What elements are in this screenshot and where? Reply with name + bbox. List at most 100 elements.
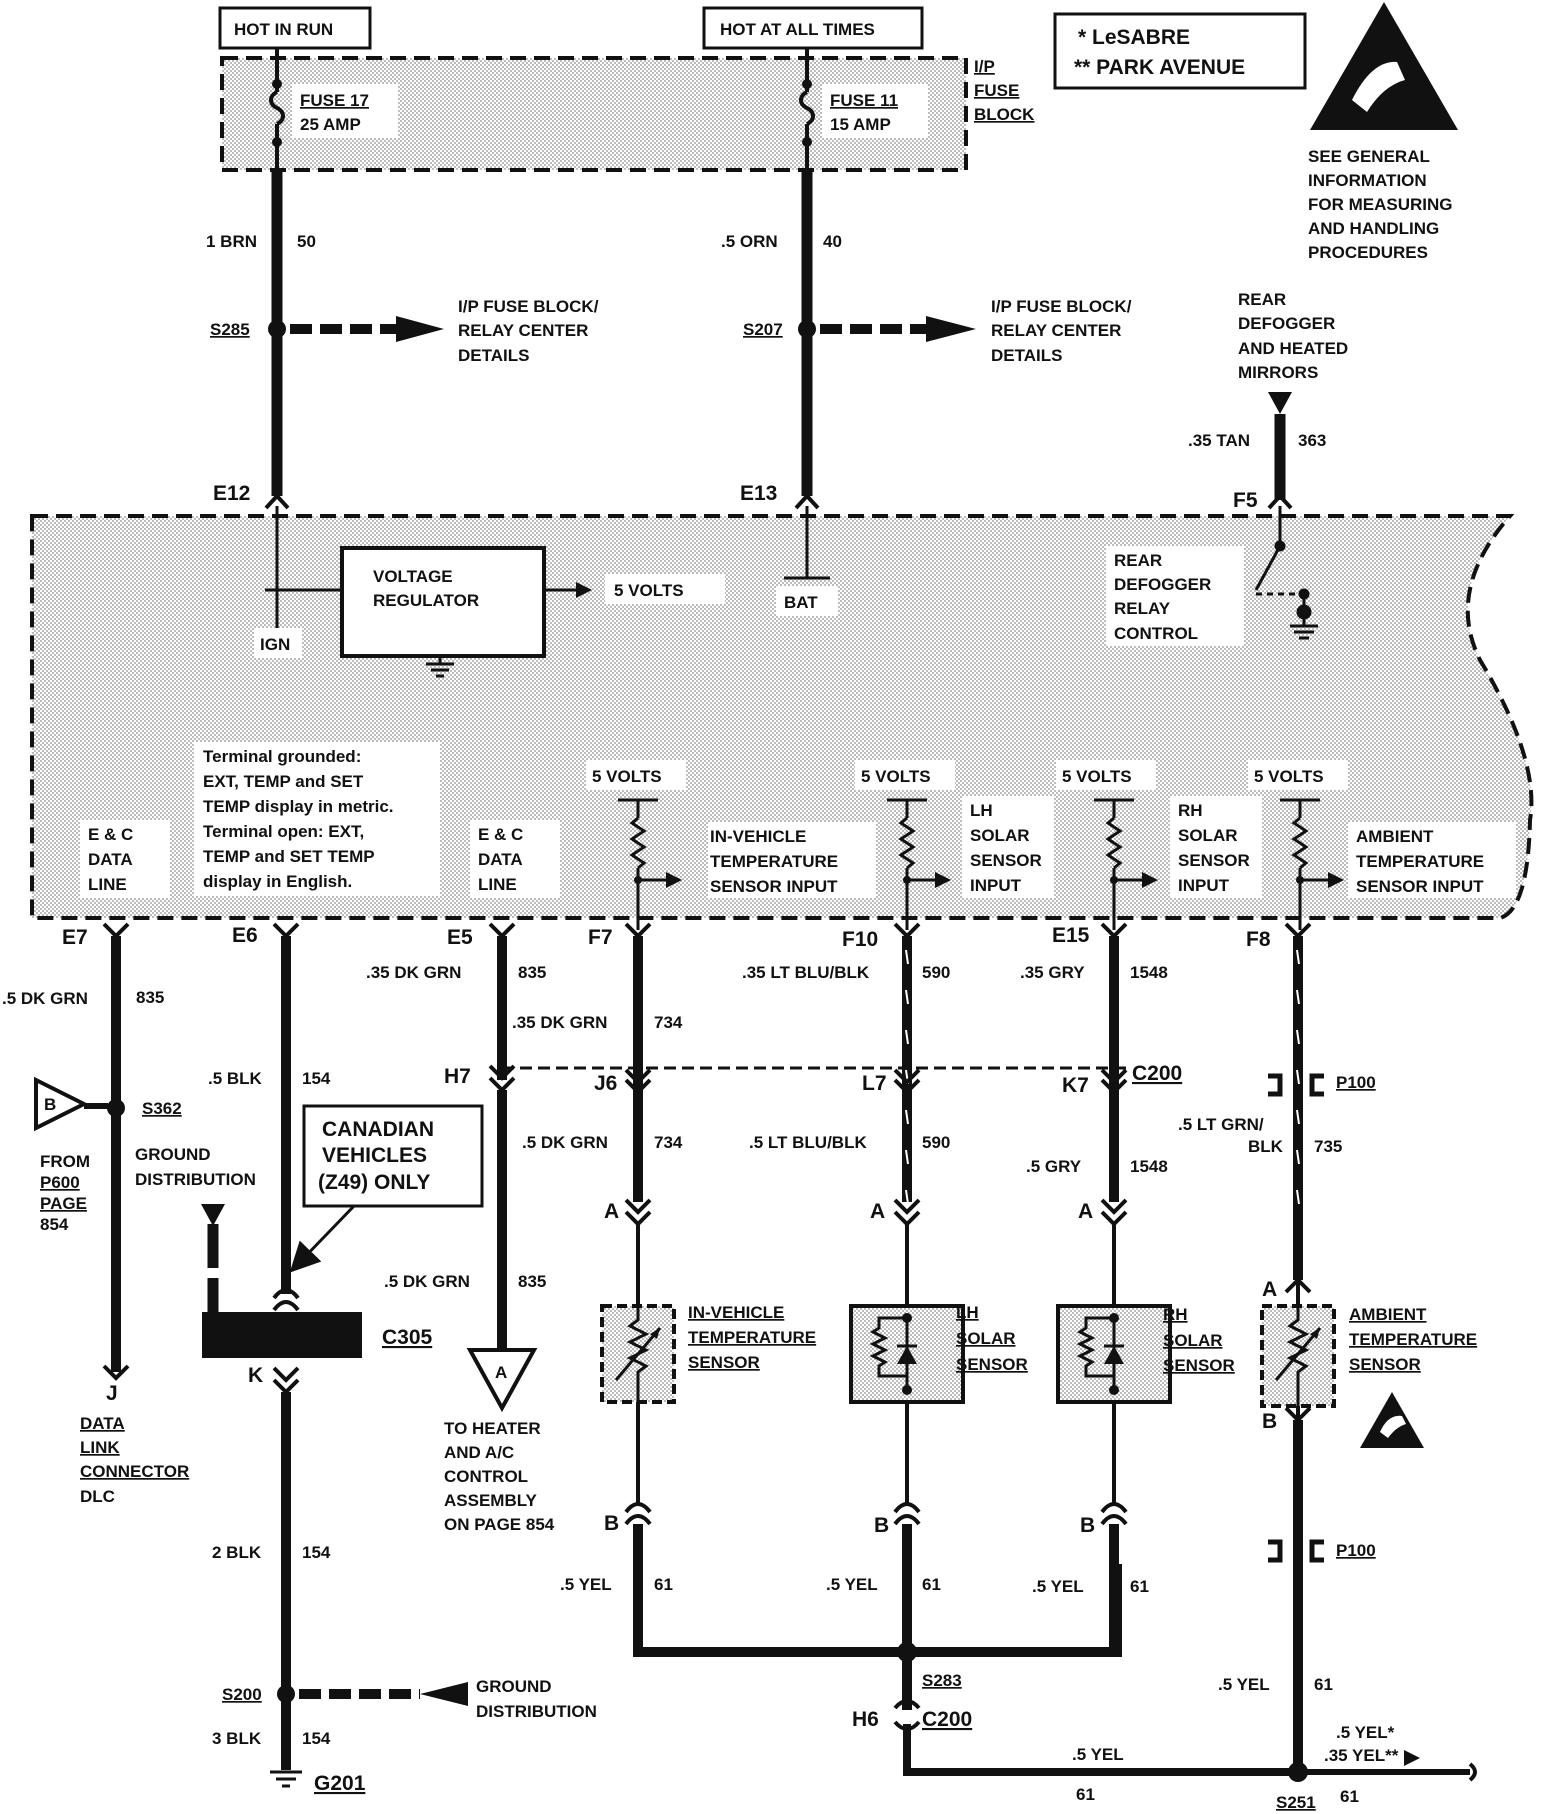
wire-f7-gauge: .35 DK GRN <box>512 1013 607 1032</box>
terminal-note: Terminal grounded: EXT, TEMP and SET TEM… <box>203 747 394 891</box>
ec-data-line-1: E & C DATA LINE <box>88 825 133 894</box>
sensor-column-1 <box>600 936 676 1652</box>
connector-p100-label: P100 <box>1336 1073 1376 1092</box>
pullup-5v-label: 5 VOLTS <box>592 767 662 786</box>
svg-text:TO HEATER: TO HEATER <box>444 1419 541 1438</box>
svg-text:I/P FUSE BLOCK/: I/P FUSE BLOCK/ <box>458 297 599 316</box>
terminal-b-ambient: B <box>1262 1410 1277 1433</box>
ign-label: IGN <box>260 635 290 654</box>
data-link-connector: DATA LINK CONNECTOR DLC <box>80 1414 189 1506</box>
pullup-5v-label: 5 VOLTS <box>1254 767 1324 786</box>
canadian-label: CANADIAN <box>322 1118 434 1141</box>
svg-text:CONNECTOR: CONNECTOR <box>80 1462 189 1481</box>
regulator-5v-label: 5 VOLTS <box>614 581 684 600</box>
rh-solar-input-label: RH SOLAR SENSOR INPUT <box>1178 801 1250 895</box>
esd-hand-icon <box>1352 61 1405 112</box>
wire-yel-5-gauge: .5 YEL <box>1072 1745 1124 1764</box>
esd-note: SEE GENERAL INFORMATION FOR MEASURING AN… <box>1308 147 1453 262</box>
legend-lesabre: * LeSABRE <box>1078 26 1190 49</box>
s207-arrow <box>926 316 976 342</box>
terminal-e15: E15 <box>1052 924 1090 947</box>
svg-text:RELAY: RELAY <box>1114 599 1171 618</box>
terminal-f10: F10 <box>842 928 878 951</box>
wire-e5-circuit: 835 <box>518 963 546 982</box>
canadian-pointer <box>289 1204 356 1273</box>
svg-text:MIRRORS: MIRRORS <box>1238 363 1318 382</box>
svg-text:DATA: DATA <box>80 1414 125 1433</box>
wire-yel-2-circuit: 61 <box>922 1575 941 1594</box>
wire-yel-7-circuit: 61 <box>1340 1787 1359 1806</box>
wire-e6-gauge: .5 BLK <box>208 1069 263 1088</box>
rh-solar-sensor-label: RH SOLAR SENSOR <box>1163 1305 1235 1375</box>
terminal-f7: F7 <box>588 926 613 949</box>
wire-brn-circuit: 50 <box>297 232 316 251</box>
svg-text:IN-VEHICLE: IN-VEHICLE <box>688 1303 784 1322</box>
svg-text:FROM: FROM <box>40 1152 90 1171</box>
svg-text:IN-VEHICLE: IN-VEHICLE <box>710 827 806 846</box>
svg-text:25 AMP: 25 AMP <box>300 115 361 134</box>
terminal-f5: F5 <box>1233 489 1258 512</box>
svg-text:INPUT: INPUT <box>1178 876 1230 895</box>
terminal-a-invehicle: A <box>604 1200 619 1223</box>
connector-c305-label: C305 <box>382 1326 433 1349</box>
pullup-resistor-2: 5 VOLTS <box>855 760 955 930</box>
module-top-connectors <box>264 493 1293 510</box>
svg-text:SOLAR: SOLAR <box>1163 1331 1223 1350</box>
svg-text:SENSOR: SENSOR <box>956 1355 1028 1374</box>
wire-f8-color: BLK <box>1248 1137 1284 1156</box>
wire-2blk-circuit: 154 <box>302 1543 331 1562</box>
splice-s207 <box>798 320 816 338</box>
svg-text:CONTROL: CONTROL <box>1114 624 1198 643</box>
wire-yel-7a: .5 YEL* <box>1336 1723 1395 1742</box>
terminal-e12: E12 <box>213 482 250 505</box>
svg-text:DISTRIBUTION: DISTRIBUTION <box>476 1702 597 1721</box>
canadian-vehicles-box <box>302 1104 484 1208</box>
svg-text:DLC: DLC <box>80 1487 115 1506</box>
svg-text:AND HEATED: AND HEATED <box>1238 339 1348 358</box>
svg-text:TEMPERATURE: TEMPERATURE <box>710 852 838 871</box>
pullup-resistor-1: 5 VOLTS <box>586 760 686 930</box>
wire-tan-gauge: .35 TAN <box>1188 431 1250 450</box>
terminal-b-invehicle: B <box>604 1512 619 1535</box>
svg-text:FUSE: FUSE <box>974 81 1019 100</box>
wire-brn-gauge: 1 BRN <box>206 232 257 251</box>
connector-p100b-label: P100 <box>1336 1541 1376 1560</box>
svg-text:GROUND: GROUND <box>135 1145 211 1164</box>
svg-text:SENSOR: SENSOR <box>688 1353 760 1372</box>
splice-s200 <box>277 1685 295 1703</box>
relay-center-details-1: I/P FUSE BLOCK/ RELAY CENTER DETAILS <box>458 297 599 365</box>
svg-text:Terminal open: EXT,: Terminal open: EXT, <box>203 822 364 841</box>
terminal-k7: K7 <box>1062 1074 1089 1097</box>
fuse-11: FUSE 11 15 AMP <box>799 48 928 170</box>
svg-text:LINK: LINK <box>80 1438 120 1457</box>
relay-center-details-2: I/P FUSE BLOCK/ RELAY CENTER DETAILS <box>991 297 1132 365</box>
voltage-regulator-label: VOLTAGE <box>373 567 453 586</box>
ref-b-triangle <box>34 1076 89 1132</box>
in-vehicle-input-label: IN-VEHICLE TEMPERATURE SENSOR INPUT <box>710 827 838 896</box>
hot-in-run-label: HOT IN RUN <box>234 20 333 39</box>
svg-text:SENSOR: SENSOR <box>1178 851 1250 870</box>
ref-a-triangle <box>466 1348 538 1413</box>
svg-text:CONTROL: CONTROL <box>444 1467 528 1486</box>
terminal-h6: H6 <box>852 1708 879 1731</box>
terminal-h7: H7 <box>444 1065 471 1088</box>
lh-solar-input-label: LH SOLAR SENSOR INPUT <box>970 801 1042 895</box>
pullup-resistor-3: 5 VOLTS <box>1056 760 1158 930</box>
svg-text:15 AMP: 15 AMP <box>830 115 891 134</box>
terminal-e13: E13 <box>740 482 777 505</box>
terminal-a-ambient: A <box>1262 1278 1277 1301</box>
hot-at-all-times-label: HOT AT ALL TIMES <box>720 20 875 39</box>
sensor-column-3 <box>1056 936 1172 1652</box>
connector-c200-label: C200 <box>1132 1062 1182 1085</box>
regulator-ground-icon <box>426 656 454 678</box>
wire-yel-3-gauge: .5 YEL <box>1032 1577 1084 1596</box>
svg-text:REAR: REAR <box>1238 290 1286 309</box>
splice-s285 <box>268 320 286 338</box>
wire-k7-circuit: 1548 <box>1130 1157 1168 1176</box>
terminal-j: J <box>106 1382 118 1405</box>
ground-distribution-2: GROUND DISTRIBUTION <box>476 1677 597 1721</box>
terminal-a-rh: A <box>1078 1200 1093 1223</box>
svg-text:VEHICLES: VEHICLES <box>322 1144 427 1167</box>
svg-text:ASSEMBLY: ASSEMBLY <box>444 1491 538 1510</box>
